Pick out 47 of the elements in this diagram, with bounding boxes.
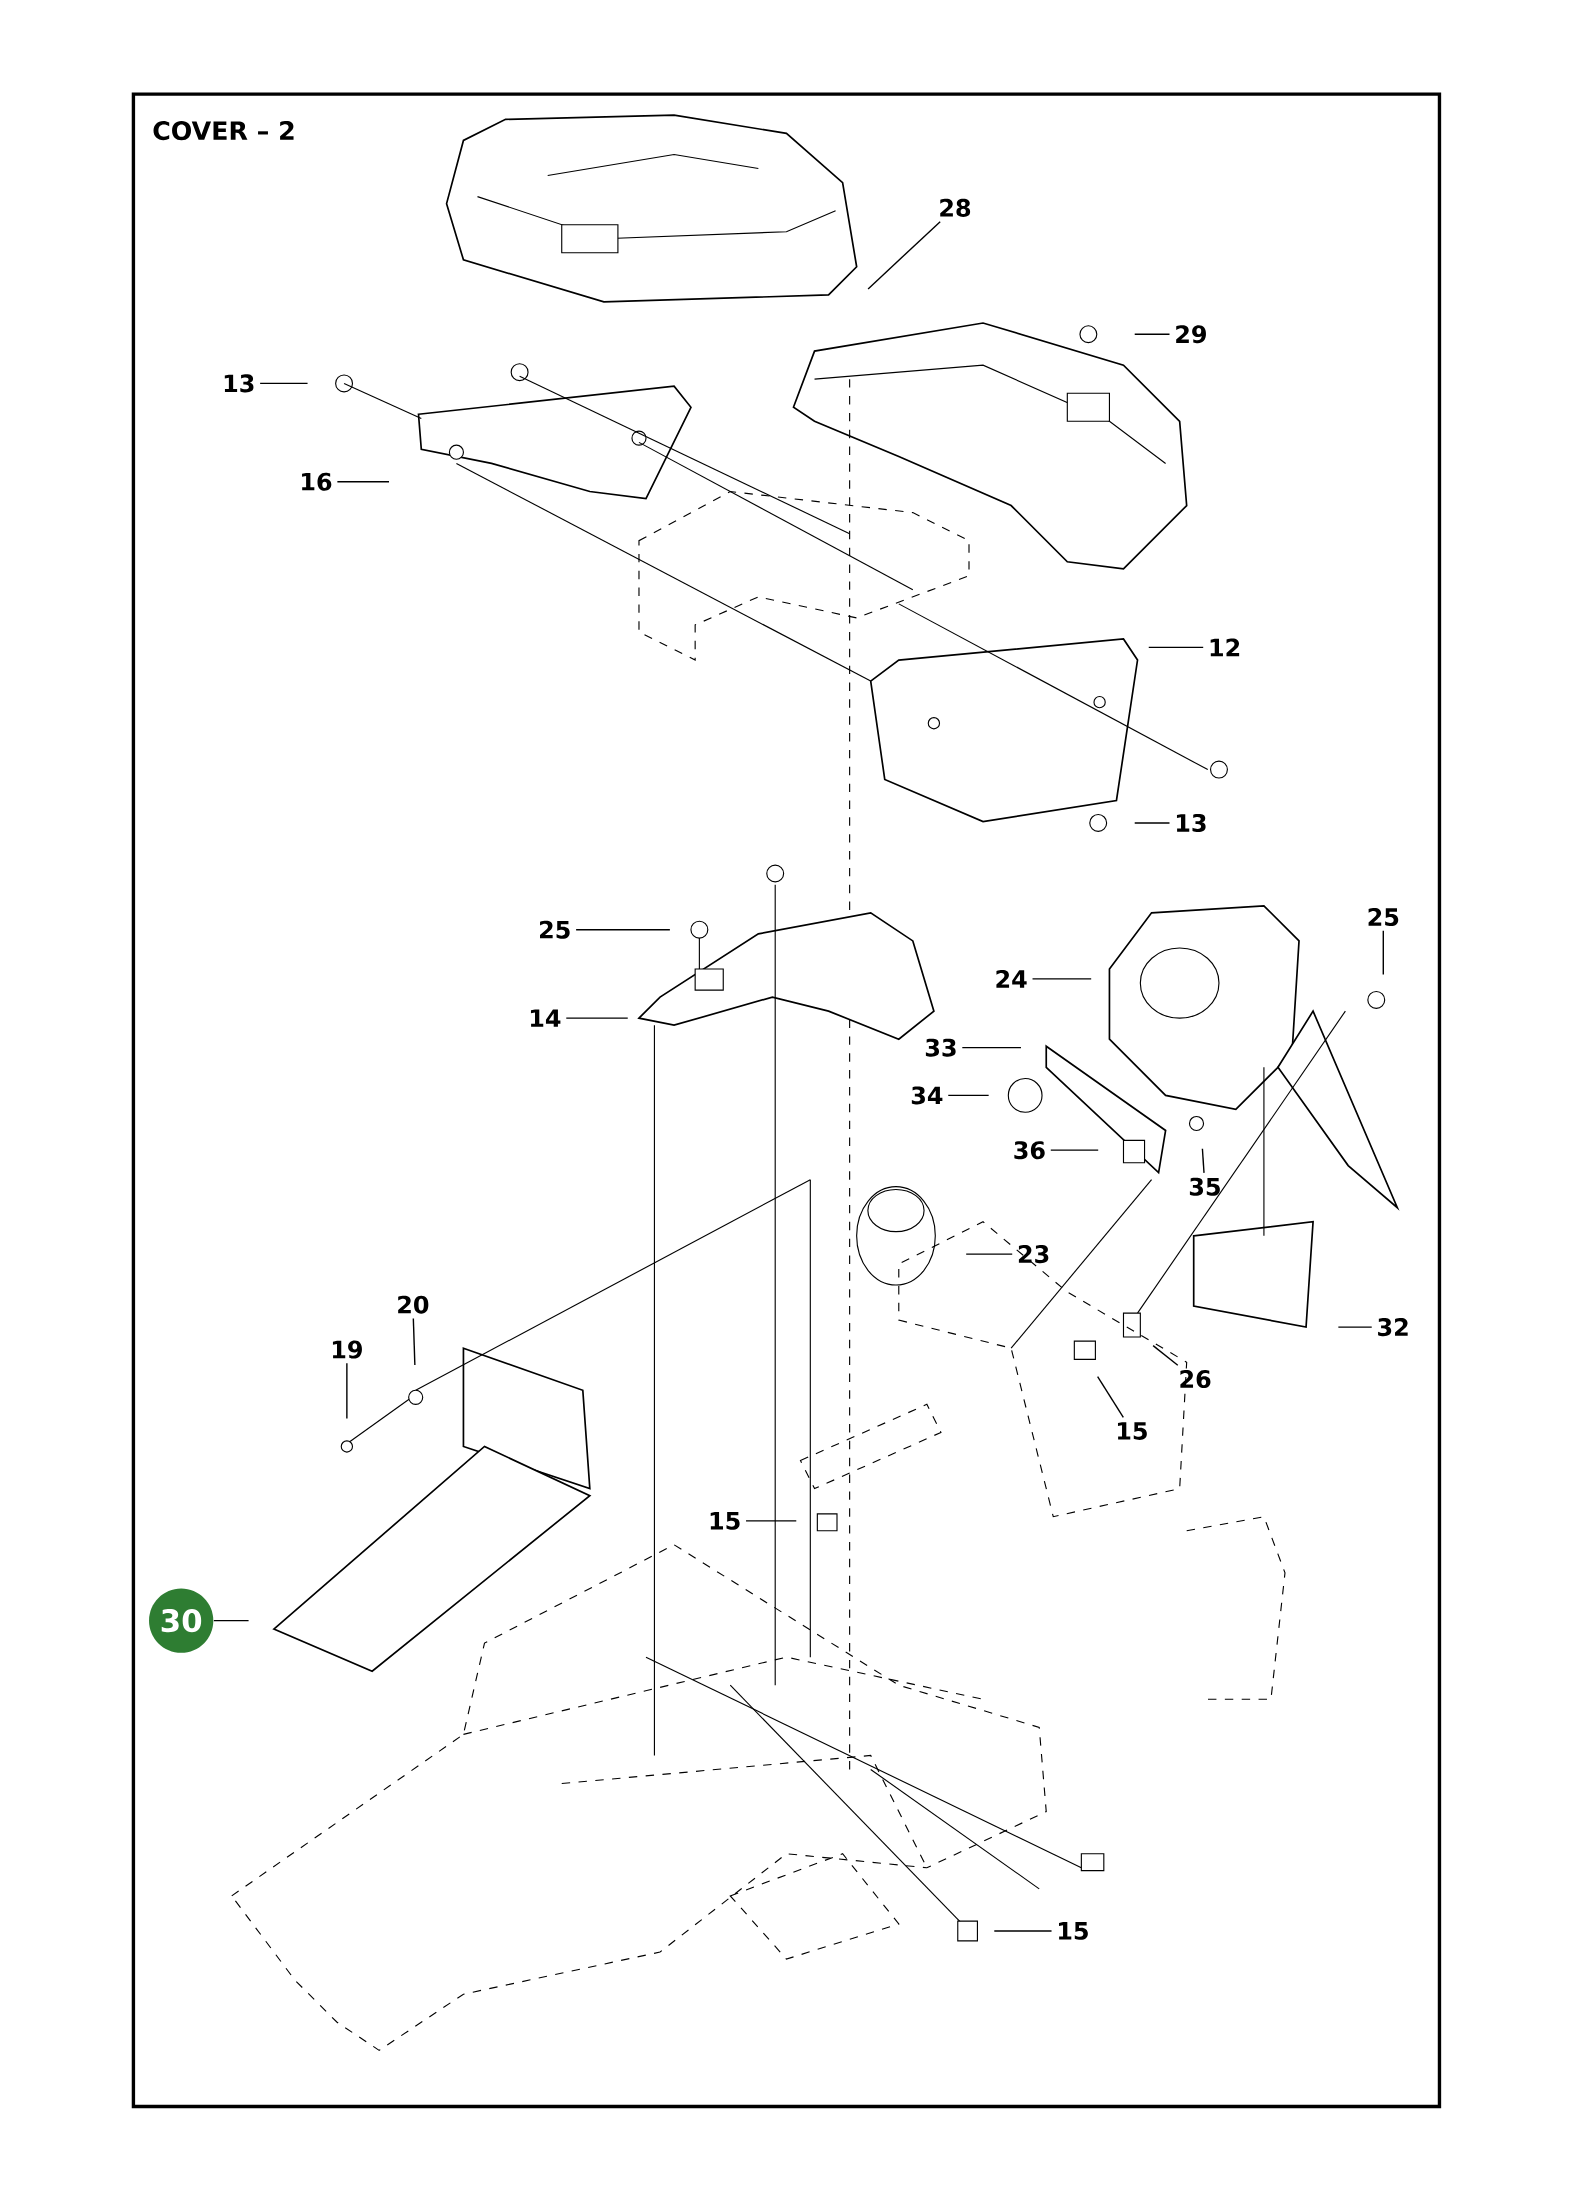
callout-number: 16	[301, 472, 332, 491]
leader-line	[1201, 1148, 1205, 1174]
callout-number: 15	[1058, 1922, 1088, 1940]
leader-line	[259, 382, 309, 385]
leader-line	[1152, 1344, 1179, 1366]
callout-number: 23	[1018, 1245, 1049, 1264]
leader-line	[993, 1930, 1052, 1932]
callout-number: 34	[911, 1086, 943, 1105]
leader-line	[1382, 930, 1384, 976]
callout-number: 13	[1176, 813, 1206, 832]
callout-number: 19	[332, 1340, 362, 1359]
leader-line	[575, 928, 671, 931]
leader-line	[565, 1017, 629, 1019]
leader-line	[1337, 1326, 1373, 1328]
leader-line	[867, 220, 941, 290]
callout-number: 25	[539, 920, 570, 939]
callout-number: 35	[1189, 1177, 1220, 1196]
callout-number: 15	[710, 1512, 740, 1530]
callout-number: 26	[1180, 1370, 1211, 1389]
leader-line	[412, 1317, 416, 1366]
leader-line	[965, 1253, 1013, 1255]
leader-line	[345, 1362, 348, 1420]
leader-line	[1096, 1375, 1124, 1419]
callout-number: 25	[1368, 908, 1398, 927]
callout-number: 15	[1117, 1422, 1147, 1440]
callout-number: 36	[1014, 1141, 1045, 1160]
leader-line	[1133, 822, 1170, 824]
leader-line	[212, 1619, 250, 1622]
callout-number: 28	[940, 198, 970, 217]
callout-number: 12	[1210, 638, 1239, 657]
leader-line	[1049, 1149, 1099, 1151]
title: COVER – 2	[153, 121, 294, 141]
leader-line	[336, 481, 390, 483]
callout-number: 29	[1175, 325, 1206, 344]
leader-line	[745, 1520, 797, 1522]
callout-number: 20	[397, 1295, 429, 1314]
callout-number: 14	[530, 1009, 561, 1027]
leader-line	[1133, 333, 1170, 335]
leader-line	[1147, 646, 1204, 649]
callout-number: 30	[148, 1588, 214, 1653]
callout-number: 32	[1377, 1318, 1408, 1337]
leader-line	[947, 1094, 990, 1097]
leader-line	[1031, 978, 1092, 980]
callout-number: 24	[996, 970, 1027, 988]
callout-number: 13	[224, 374, 254, 393]
callout-number: 33	[925, 1038, 956, 1057]
leader-line	[961, 1046, 1022, 1049]
